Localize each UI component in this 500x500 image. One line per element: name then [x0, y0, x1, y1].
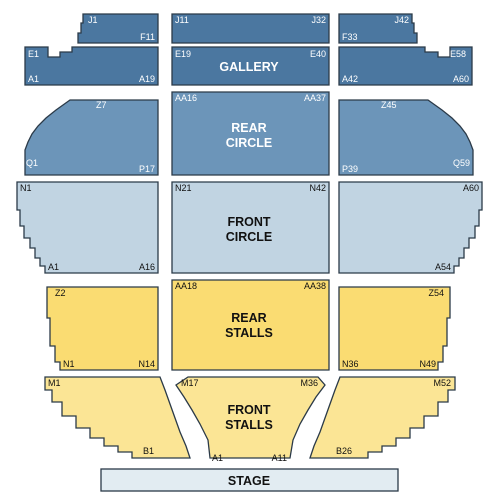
seat-label-j1: J1: [88, 15, 98, 25]
seat-label-n1: N1: [20, 183, 32, 193]
seat-label-a11: A11: [272, 453, 287, 463]
front-stalls-left-block[interactable]: [44, 376, 191, 459]
seat-label-a19: A19: [139, 74, 155, 84]
seat-label-b26: B26: [336, 446, 352, 456]
front-stalls-center-block[interactable]: [175, 376, 326, 459]
seat-label-a16: A16: [139, 262, 155, 272]
seat-label-f33: F33: [342, 32, 358, 42]
rear-stalls-label-line2: STALLS: [225, 326, 273, 340]
gallery-top-center-block[interactable]: [171, 13, 330, 44]
seat-label-p17: P17: [139, 164, 155, 174]
seat-label-n14: N14: [138, 359, 155, 369]
seat-label-a42: A42: [342, 74, 358, 84]
seat-label-b1: B1: [143, 446, 154, 456]
rear-stalls-label-line1: REAR: [231, 311, 266, 325]
seat-label-p39: P39: [342, 164, 358, 174]
seat-label-a1-stalls: A1: [212, 453, 223, 463]
seat-label-aa16: AA16: [175, 93, 197, 103]
gallery-top-right-block[interactable]: [338, 13, 418, 44]
seat-label-z7: Z7: [96, 100, 107, 110]
seat-label-aa38: AA38: [304, 281, 326, 291]
front-circle-label-line2: CIRCLE: [226, 230, 273, 244]
rear-stalls-right-block[interactable]: [338, 286, 451, 371]
seat-label-e40: E40: [310, 49, 326, 59]
gallery-top-left-block[interactable]: [77, 13, 159, 44]
seat-label-a1-circle: A1: [48, 262, 59, 272]
seat-label-m52: M52: [433, 378, 451, 388]
gallery-left-block[interactable]: [24, 46, 159, 86]
seat-label-m36: M36: [300, 378, 318, 388]
front-stalls-right-block[interactable]: [309, 376, 456, 459]
rear-circle-label-line1: REAR: [231, 121, 266, 135]
seat-label-n49: N49: [419, 359, 436, 369]
seat-label-n1-stalls: N1: [63, 359, 75, 369]
gallery-label: GALLERY: [219, 60, 279, 74]
rear-circle-center-block[interactable]: [171, 91, 330, 176]
rear-stalls-left-block[interactable]: [46, 286, 159, 371]
seat-label-a54: A54: [435, 262, 451, 272]
rear-circle-right-block[interactable]: [338, 99, 474, 176]
gallery-right-block[interactable]: [338, 46, 473, 86]
front-circle-left-block[interactable]: [16, 181, 159, 274]
seat-label-e58: E58: [450, 49, 466, 59]
seat-label-j32: J32: [311, 15, 326, 25]
seat-label-z54: Z54: [428, 288, 444, 298]
seat-label-a1-gallery: A1: [28, 74, 39, 84]
stage-label: STAGE: [228, 474, 270, 488]
seat-label-aa37: AA37: [304, 93, 326, 103]
seat-label-e1: E1: [28, 49, 39, 59]
seat-label-j11: J11: [175, 15, 189, 25]
rear-stalls-center-block[interactable]: [171, 279, 330, 371]
seat-label-n42: N42: [309, 183, 326, 193]
seat-label-aa18: AA18: [175, 281, 197, 291]
seat-label-j42: J42: [394, 15, 409, 25]
seat-label-z45: Z45: [381, 100, 397, 110]
seat-label-q59: Q59: [453, 158, 470, 168]
front-circle-label-line1: FRONT: [227, 215, 270, 229]
seat-label-a60-circle: A60: [463, 183, 479, 193]
rear-circle-left-block[interactable]: [24, 99, 159, 176]
seat-label-q1: Q1: [26, 158, 38, 168]
seat-label-z2: Z2: [55, 288, 66, 298]
seat-label-n21: N21: [175, 183, 192, 193]
front-stalls-label-line1: FRONT: [227, 403, 270, 417]
front-circle-center-block[interactable]: [171, 181, 330, 274]
seat-label-a60-gallery: A60: [453, 74, 469, 84]
rear-circle-label-line2: CIRCLE: [226, 136, 273, 150]
stage: [100, 468, 399, 492]
seat-label-n36: N36: [342, 359, 359, 369]
seat-label-f11: F11: [140, 32, 155, 42]
seat-label-e19: E19: [175, 49, 191, 59]
seat-label-m1: M1: [48, 378, 61, 388]
seat-label-m17: M17: [181, 378, 199, 388]
gallery-center-block[interactable]: [171, 46, 330, 86]
front-circle-right-block[interactable]: [338, 181, 483, 274]
front-stalls-label-line2: STALLS: [225, 418, 273, 432]
